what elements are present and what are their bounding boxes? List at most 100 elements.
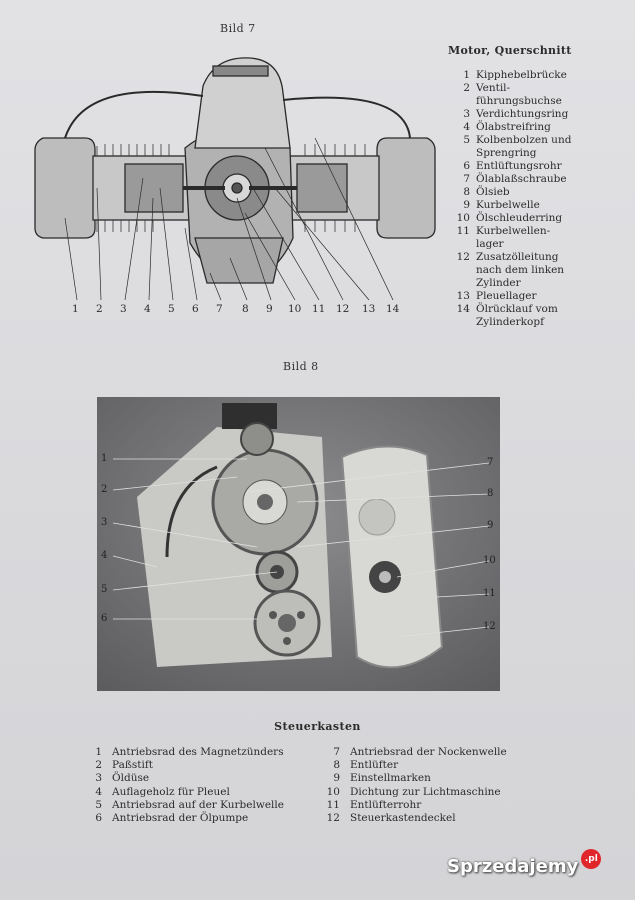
engine-cross-section-drawing	[34, 57, 436, 301]
legend-number: 14	[456, 303, 470, 315]
legend-row: 9 Einstellmarken	[320, 772, 507, 785]
photo-callout-number: 3	[101, 517, 108, 528]
legend-text: Zylinderkopf	[476, 316, 544, 328]
legend-text: nach dem linken	[476, 264, 565, 276]
figure7-caption: Bild 7	[220, 22, 256, 35]
legend-text: Auflageholz für Pleuel	[112, 785, 230, 798]
legend-number: 8	[463, 186, 470, 198]
watermark-logo: Sprzedajemy .pl	[447, 849, 602, 882]
callout-number: 3	[120, 303, 127, 315]
legend-number: 2	[95, 759, 102, 772]
legend-number: 13	[456, 290, 470, 302]
legend-number	[448, 238, 476, 251]
legend-text: Kurbelwellen-	[476, 225, 551, 237]
photo-leader-lines	[112, 458, 490, 638]
callout-number: 5	[168, 303, 175, 315]
legend-number: 11	[456, 225, 470, 237]
legend-row: Zylinder	[448, 277, 628, 290]
legend-number: 1	[463, 69, 470, 81]
legend-text: Paßstift	[112, 759, 153, 772]
legend-number	[448, 95, 476, 108]
photo-callout-number: 9	[487, 520, 494, 531]
photo-callout-number: 1	[101, 453, 108, 464]
legend-number: 8	[333, 759, 340, 772]
legend-text: Entlüftungsrohr	[476, 160, 562, 172]
legend-text: Entlüfterrohr	[350, 798, 422, 811]
legend-row: 1 Kipphebelbrücke	[448, 69, 628, 82]
legend-text: Antriebsrad der Ölpumpe	[112, 812, 249, 825]
legend-text: Ölrücklauf vom	[476, 303, 558, 315]
legend-text: Ventil-	[476, 82, 511, 94]
callout-number: 9	[266, 303, 273, 315]
watermark-suffix: .pl	[581, 849, 602, 869]
legend-row: 1 Antriebsrad des Magnetzünders	[82, 746, 284, 759]
legend-text: führungsbuchse	[476, 95, 562, 107]
legend-text: Öldüse	[112, 772, 150, 785]
legend-text: Kipphebelbrücke	[476, 69, 567, 81]
legend-row: lager	[448, 238, 628, 251]
legend-row: Sprengring	[448, 147, 628, 160]
legend-number: 10	[326, 785, 340, 798]
callout-number: 4	[144, 303, 151, 315]
legend-number: 11	[326, 798, 340, 811]
legend-row: 14 Ölrücklauf vom	[448, 303, 628, 316]
legend-text: Entlüfter	[350, 759, 399, 772]
legend-text: Verdichtungsring	[476, 108, 569, 120]
legend-text: Pleuellager	[476, 290, 537, 302]
legend-number: 7	[463, 173, 470, 185]
photo-callout-number: 5	[101, 584, 108, 595]
timing-case-photo: 1 2 3 4 5 6 7 8 9 10 11 12	[97, 397, 500, 691]
legend-number	[448, 147, 476, 160]
legend-row: 6 Entlüftungsrohr	[448, 160, 628, 173]
legend-number: 7	[333, 746, 340, 758]
watermark-text: Sprzedajemy	[447, 855, 579, 877]
callout-number: 11	[312, 303, 326, 315]
figure8-title: Steuerkasten	[274, 720, 361, 733]
legend-row: 5 Kolbenbolzen und	[448, 134, 628, 147]
legend-number: 5	[463, 134, 470, 146]
photo-callout-number: 8	[487, 488, 494, 499]
timing-case-illustration	[97, 397, 500, 691]
legend-number: 1	[95, 746, 102, 758]
legend-text: Antriebsrad auf der Kurbelwelle	[112, 798, 284, 811]
legend-row: 11 Kurbelwellen-	[448, 225, 628, 238]
legend-number: 4	[463, 121, 470, 133]
photo-callout-number: 7	[487, 457, 494, 468]
legend-number	[448, 264, 476, 277]
legend-row: 5 Antriebsrad auf der Kurbelwelle	[82, 799, 284, 812]
legend-text: Kolbenbolzen und	[476, 134, 572, 146]
legend-row: 8 Entlüfter	[320, 759, 507, 772]
legend-number: 5	[95, 798, 102, 811]
callout-number: 7	[216, 303, 223, 315]
legend-number: 6	[95, 812, 102, 825]
legend-text: Zusatzölleitung	[476, 251, 559, 263]
callout-number: 6	[192, 303, 199, 315]
legend-text: Antriebsrad des Magnetzünders	[112, 746, 284, 758]
legend-text: Ölablaßschraube	[476, 173, 567, 185]
legend-number: 9	[333, 772, 340, 785]
legend-text: Einstellmarken	[350, 772, 431, 785]
legend-row: nach dem linken	[448, 264, 628, 277]
photo-callout-number: 10	[483, 555, 496, 566]
legend-row: Zylinderkopf	[448, 316, 628, 329]
legend-text: Kurbelwelle	[476, 199, 540, 211]
legend-text: Ölabstreifring	[476, 121, 551, 133]
legend-text: Dichtung zur Lichtmaschine	[350, 785, 501, 798]
photo-callout-number: 11	[483, 588, 496, 599]
figure7-callout-numbers: 1 2 3 4 5 6 7 8 9 10 11 12 13 14	[60, 303, 420, 319]
legend-number	[448, 316, 476, 329]
legend-row: 10 Dichtung zur Lichtmaschine	[320, 786, 507, 799]
callout-number: 2	[96, 303, 103, 315]
legend-number: 3	[463, 108, 470, 120]
legend-number: 6	[463, 160, 470, 172]
legend-text: Antriebsrad der Nockenwelle	[350, 746, 507, 758]
callout-number: 8	[242, 303, 249, 315]
legend-number	[448, 277, 476, 290]
callout-number: 10	[288, 303, 302, 315]
